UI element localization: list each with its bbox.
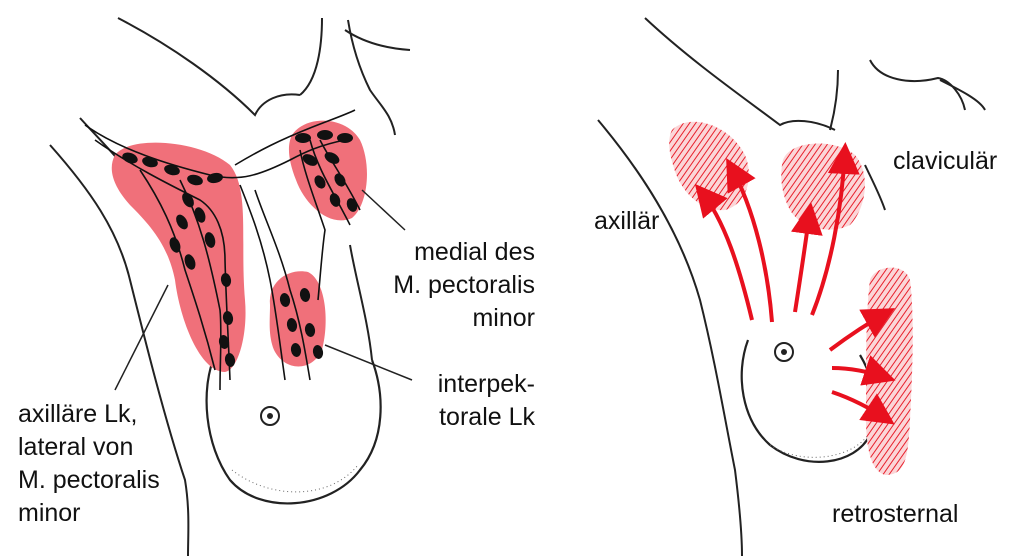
label-interpectoral: interpek- torale Lk: [400, 368, 535, 434]
label-interpectoral-line2: torale Lk: [400, 401, 535, 434]
label-axillary-line2: lateral von: [18, 431, 160, 464]
label-medial-line2: M. pectoralis: [385, 269, 535, 302]
retrosternal-drainage-region: [866, 268, 913, 475]
label-medial-line1: medial des: [385, 236, 535, 269]
arrow-clavicular-1: [795, 210, 810, 312]
label-medial-line3: minor: [385, 302, 535, 335]
clavicular-drainage-region: [781, 144, 865, 230]
label-medial: medial des M. pectoralis minor: [385, 236, 535, 335]
axillary-drainage-region: [669, 122, 749, 210]
label-retrosternal: retrosternal: [832, 498, 958, 531]
right-body-outline: [598, 18, 985, 556]
label-axillary-nodes: axilläre Lk, lateral von M. pectoralis m…: [18, 398, 160, 530]
right-figure: [598, 18, 985, 556]
label-axillary-line3: M. pectoralis: [18, 464, 160, 497]
label-clavicular: claviculär: [893, 145, 997, 178]
label-axillary-line1: axilläre Lk,: [18, 398, 160, 431]
label-interpectoral-line1: interpek-: [400, 368, 535, 401]
label-axillary-line4: minor: [18, 497, 160, 530]
label-axillar: axillär: [594, 205, 659, 238]
left-breast: [207, 355, 381, 503]
